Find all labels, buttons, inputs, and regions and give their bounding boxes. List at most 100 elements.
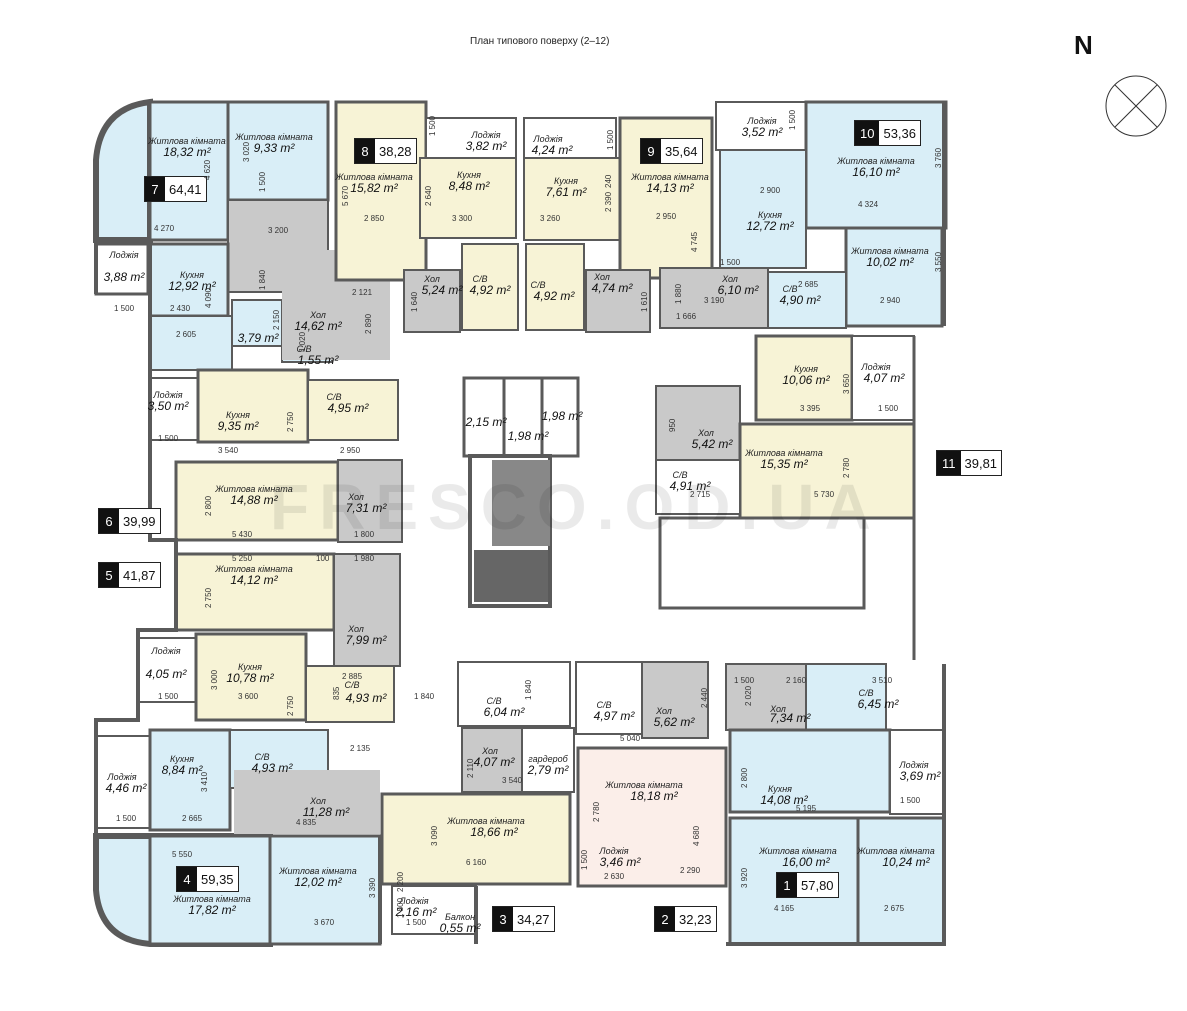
dimension: 3 410	[200, 771, 209, 792]
dimension: 2 665	[182, 814, 203, 823]
apartment-area: 34,27	[517, 911, 550, 927]
room-name: С/В	[254, 752, 270, 762]
dimension: 2 605	[176, 330, 197, 339]
dimension: 1 500	[116, 814, 137, 823]
dimension: 2 890	[364, 313, 373, 334]
room-area: 4,90 m²	[779, 293, 821, 307]
dimension: 2 135	[350, 744, 371, 753]
room-area: 10,78 m²	[226, 671, 274, 685]
dimension: 5 730	[814, 490, 835, 499]
room-area: 2,79 m²	[527, 763, 569, 777]
dimension: 2 800	[204, 495, 213, 516]
room-name: Хол	[348, 492, 364, 502]
room-name: С/В	[858, 688, 874, 698]
dimension: 2 750	[204, 587, 213, 608]
dimension: 1 880	[674, 283, 683, 304]
room-name: Лоджія	[399, 896, 429, 906]
dimension: 5 195	[796, 804, 817, 813]
room-name: Житлова кімната	[215, 564, 293, 574]
room-name: Житлова кімната	[447, 816, 525, 826]
room-area: 5,24 m²	[421, 283, 463, 297]
dimension: 5 670	[341, 185, 350, 206]
room-name: Хол	[310, 310, 326, 320]
dimension: 3 600	[238, 692, 259, 701]
dimension: 2 675	[884, 904, 905, 913]
dimension: 1 840	[414, 692, 435, 701]
dimension: 1 500	[428, 115, 437, 136]
room-area: 14,08 m²	[760, 793, 808, 807]
room-name: Лоджія	[151, 646, 181, 656]
dimension: 1 800	[354, 530, 375, 539]
dimension: 5 040	[620, 734, 641, 743]
room-area: 4,07 m²	[473, 755, 515, 769]
dimension: 2 020	[744, 685, 753, 706]
room-name: С/В	[472, 274, 488, 284]
room-name: Лоджія	[471, 130, 501, 140]
apartment-number: 9	[641, 139, 661, 163]
dimension: 3 300	[452, 214, 473, 223]
room-area: 16,10 m²	[852, 165, 900, 179]
dimension: 4 090	[204, 287, 213, 308]
room-name: Кухня	[226, 410, 250, 420]
apartment-area: 59,35	[201, 871, 234, 887]
room-area: 6,10 m²	[717, 283, 759, 297]
room-area: 6,04 m²	[483, 705, 525, 719]
apartment-number: 8	[355, 139, 375, 163]
dimension: 4 270	[154, 224, 175, 233]
room-name: Лоджія	[899, 760, 929, 770]
dimension: 2 290	[680, 866, 701, 875]
apartment-area: 39,99	[123, 513, 156, 529]
room-name: С/В	[486, 696, 502, 706]
room-name: Житлова кімната	[631, 172, 709, 182]
room-area: 5,42 m²	[691, 437, 733, 451]
room-name: С/В	[344, 680, 360, 690]
room-name: Лоджія	[153, 390, 183, 400]
room-area: 3,88 m²	[103, 270, 145, 284]
apartment-area: 39,81	[964, 455, 998, 471]
room-name: Лоджія	[107, 772, 137, 782]
dimension: 2 940	[880, 296, 901, 305]
room-area: 9,33 m²	[253, 141, 295, 155]
room-area: 0,55 m²	[439, 921, 481, 935]
dimension: 3 260	[540, 214, 561, 223]
dimension: 1 500	[158, 434, 179, 443]
room-area: 4,95 m²	[327, 401, 369, 415]
dimension: 1 500	[406, 918, 427, 927]
room-name: Кухня	[238, 662, 262, 672]
dimension: 3 670	[314, 918, 335, 927]
apartment-number: 3	[493, 907, 513, 931]
apartment-number: 11	[937, 451, 961, 475]
dimension: 100	[316, 554, 330, 563]
room-area: 18,18 m²	[630, 789, 678, 803]
room-name: Хол	[424, 274, 440, 284]
dimension: 4 324	[858, 200, 879, 209]
room-area: 4,46 m²	[105, 781, 147, 795]
room-name: Житлова кімната	[605, 780, 683, 790]
dimension: 2 685	[798, 280, 819, 289]
dimension: 3 510	[872, 676, 893, 685]
dimension: 5 550	[172, 850, 193, 859]
apartment-number: 2	[655, 907, 675, 931]
dimension: 3 920	[740, 867, 749, 888]
dimension: 3 200	[268, 226, 289, 235]
plan-title: План типового поверху (2–12)	[470, 36, 610, 47]
room-name: Хол	[594, 272, 610, 282]
dimension: 1 500	[158, 692, 179, 701]
room-area: 8,84 m²	[161, 763, 203, 777]
dimension: 6 160	[466, 858, 487, 867]
room-name: Кухня	[554, 176, 578, 186]
room-name: Лоджія	[109, 250, 139, 260]
room-name: Лоджія	[533, 134, 563, 144]
apartment-area: 53,36	[883, 125, 917, 141]
